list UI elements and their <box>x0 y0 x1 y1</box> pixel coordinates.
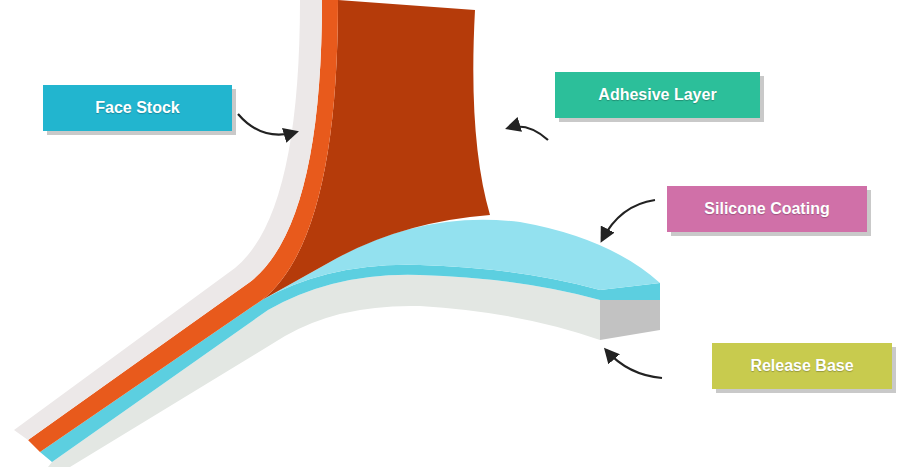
leader-arrow <box>602 200 655 240</box>
label-text: Silicone Coating <box>704 200 829 218</box>
label-text: Release Base <box>750 357 853 375</box>
leader-arrow <box>508 127 548 141</box>
label-text: Adhesive Layer <box>598 86 716 104</box>
callout-label: Face Stock <box>43 85 232 131</box>
release-base-end <box>600 300 660 340</box>
leader-arrow <box>238 114 296 135</box>
adhesive-edge <box>28 0 338 452</box>
leader-arrow <box>606 350 662 378</box>
callout-label: Adhesive Layer <box>555 72 760 118</box>
face-stock-layer <box>14 0 322 440</box>
callout-label: Release Base <box>712 343 892 389</box>
label-text: Face Stock <box>95 99 179 117</box>
callout-label: Silicone Coating <box>667 186 867 232</box>
